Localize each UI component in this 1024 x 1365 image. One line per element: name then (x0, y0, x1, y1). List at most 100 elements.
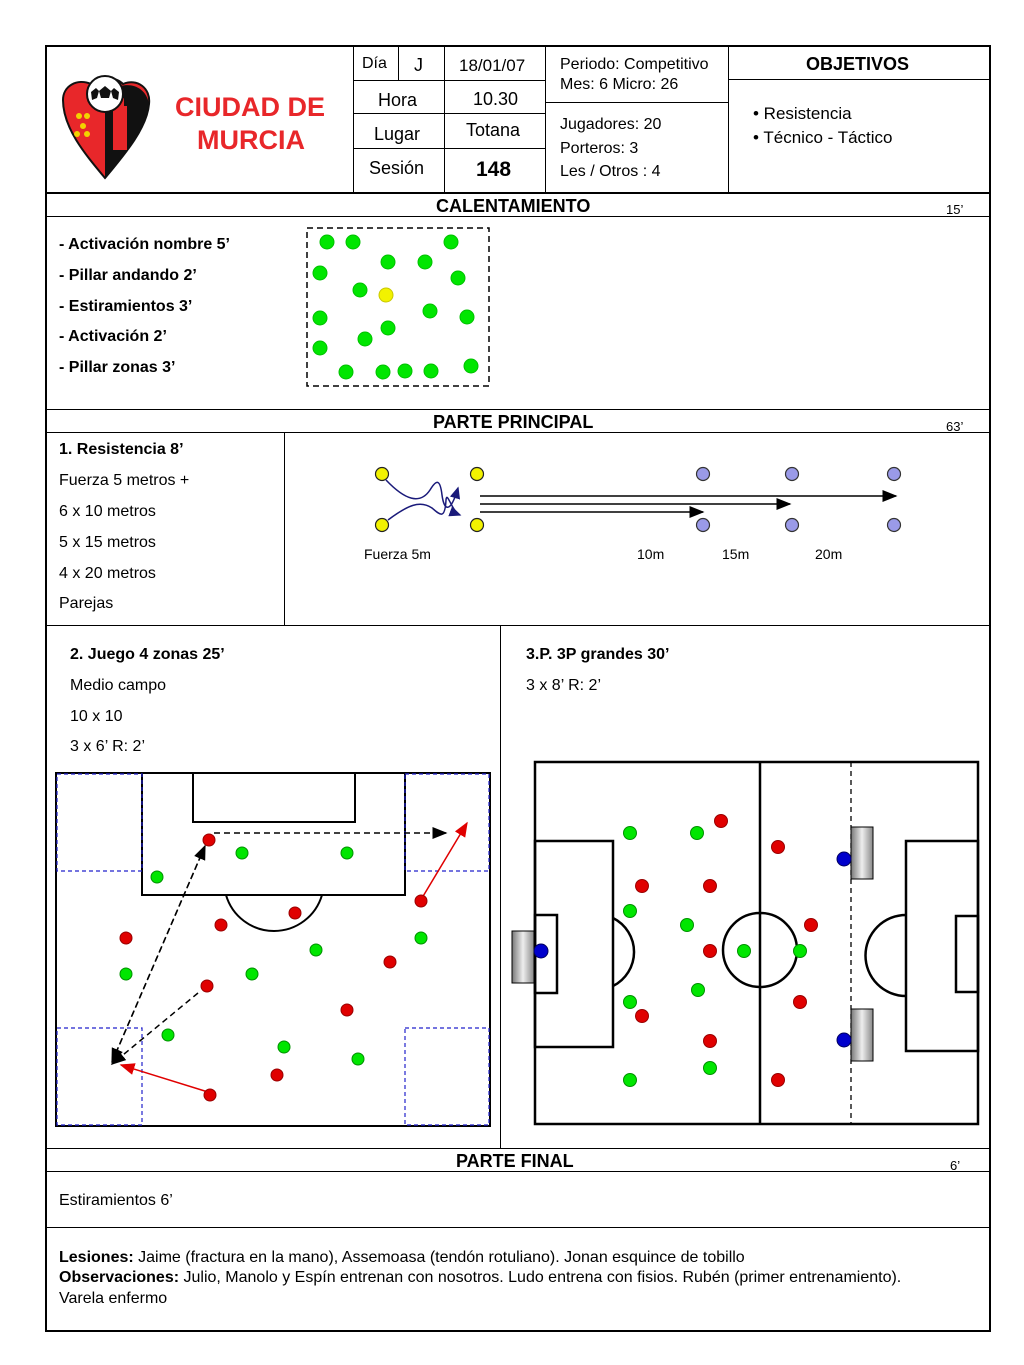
calentamiento-item: - Pillar andando 2’ (59, 267, 197, 284)
observaciones-line: Observaciones: Julio, Manolo y Espín ent… (59, 1269, 901, 1287)
principal-time: 63’ (946, 419, 964, 434)
goalkeeper (836, 1032, 852, 1048)
green-player (277, 1040, 291, 1054)
club-crest-icon (61, 75, 151, 180)
green-player (793, 944, 807, 958)
green-player (737, 944, 751, 958)
calentamiento-title: CALENTAMIENTO (436, 196, 591, 216)
yellow-cone (374, 517, 390, 533)
warmup-player (338, 364, 354, 380)
warmup-player (312, 310, 328, 326)
calentamiento-item: - Activación 2’ (59, 328, 167, 345)
red-player (383, 955, 397, 969)
sesion-number: 148 (476, 158, 512, 181)
red-player (771, 1073, 785, 1087)
diagram-label: Fuerza 5m (364, 546, 431, 562)
zone-bottom-left (56, 1027, 143, 1126)
club-name-line2: MURCIA (197, 125, 305, 155)
red-player (793, 995, 807, 1009)
ex3-title: 3.P. 3P grandes 30’ (526, 646, 670, 663)
warmup-player (312, 265, 328, 281)
green-player (691, 983, 705, 997)
ex1-line: 4 x 20 metros (59, 565, 156, 582)
red-player (703, 879, 717, 893)
red-player (119, 931, 133, 945)
blue-cone (886, 466, 902, 482)
green-player (161, 1028, 175, 1042)
red-player (340, 1003, 354, 1017)
observaciones-text: Julio, Manolo y Espín entrenan con nosot… (179, 1269, 902, 1286)
blue-cone (695, 466, 711, 482)
yellow-cone (374, 466, 390, 482)
red-player (703, 1034, 717, 1048)
red-player (771, 840, 785, 854)
diagram-label: 20m (815, 546, 843, 562)
red-player (635, 1009, 649, 1023)
objetivo-item: • Técnico - Táctico (753, 128, 893, 147)
diagram-label: 10m (637, 546, 665, 562)
zone-top-left (56, 773, 143, 872)
red-player (214, 918, 228, 932)
sesion-label: Sesión (369, 158, 425, 178)
red-player (804, 918, 818, 932)
goal-left (511, 930, 535, 984)
warmup-player (459, 309, 475, 325)
jugadores-text: Jugadores: 20 (560, 116, 662, 133)
calentamiento-item: - Activación nombre 5’ (59, 236, 230, 253)
goal-bottom-right (850, 1008, 874, 1062)
ex3-line: 3 x 8’ R: 2’ (526, 677, 601, 694)
warmup-player (352, 282, 368, 298)
ex1-line: Parejas (59, 595, 114, 612)
red-player (414, 894, 428, 908)
zigzag-path (387, 496, 462, 521)
ex2-title: 2. Juego 4 zonas 25’ (70, 646, 225, 663)
warmup-player (312, 340, 328, 356)
ex2-line: 10 x 10 (70, 708, 123, 725)
ex1-title: 1. Resistencia 8’ (59, 441, 184, 458)
dia-value: J (414, 55, 423, 75)
yellow-cone (469, 517, 485, 533)
zone-top-right (404, 773, 490, 872)
warmup-player (357, 331, 373, 347)
les-otros-text: Les / Otros : 4 (560, 163, 661, 180)
ex1-line: 6 x 10 metros (59, 503, 156, 520)
warmup-player (443, 234, 459, 250)
dia-label: Día (362, 55, 387, 72)
warmup-player (319, 234, 335, 250)
green-player (623, 826, 637, 840)
final-text: Estiramientos 6’ (59, 1192, 173, 1209)
red-player (288, 906, 302, 920)
green-player (623, 904, 637, 918)
warmup-player (417, 254, 433, 270)
warmup-player (380, 320, 396, 336)
principal-title: PARTE PRINCIPAL (433, 412, 594, 432)
club-logo (55, 58, 155, 188)
warmup-player (422, 303, 438, 319)
red-player (270, 1068, 284, 1082)
green-player (623, 995, 637, 1009)
ex2-line: Medio campo (70, 677, 167, 694)
warmup-player (345, 234, 361, 250)
warmup-player (380, 254, 396, 270)
lugar-label: Lugar (374, 124, 421, 144)
blue-cone (784, 517, 800, 533)
green-player (623, 1073, 637, 1087)
red-player (202, 833, 216, 847)
blue-cone (695, 517, 711, 533)
ex2-line: 3 x 6’ R: 2’ (70, 738, 145, 755)
final-title: PARTE FINAL (456, 1151, 574, 1171)
hora-value: 10.30 (473, 89, 519, 109)
lesiones-line: Lesiones: Jaime (fractura en la mano), A… (59, 1249, 745, 1267)
red-player (714, 814, 728, 828)
green-player (340, 846, 354, 860)
final-time: 6’ (950, 1158, 961, 1173)
green-player (351, 1052, 365, 1066)
mes-micro-text: Mes: 6 Micro: 26 (560, 76, 679, 93)
blue-cone (886, 517, 902, 533)
green-player (245, 967, 259, 981)
red-player (200, 979, 214, 993)
periodo-text: Periodo: Competitivo (560, 56, 709, 73)
lesiones-label: Lesiones: (59, 1249, 134, 1266)
green-player (235, 846, 249, 860)
blue-cone (784, 466, 800, 482)
